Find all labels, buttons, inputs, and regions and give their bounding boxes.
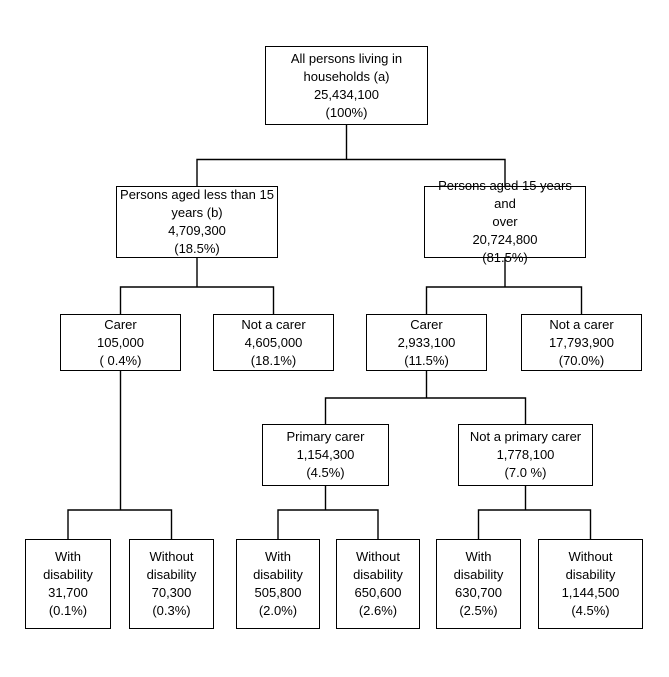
- node-u15-with-disability-percent: (0.1%): [48, 603, 88, 618]
- node-npc-with-disability-percent: (2.5%): [459, 603, 498, 618]
- node-npc-without-disability-value: 1,144,500: [561, 585, 620, 600]
- node-u15-not-a-carer-percent: (18.1%): [250, 352, 297, 368]
- node-aged-under-15: Persons aged less than 15 years (b) 4,70…: [116, 186, 278, 258]
- node-pc-without-disability-percent: (2.6%): [358, 603, 398, 618]
- node-pc-with-disability-value: 505,800: [254, 585, 302, 600]
- node-primary-carer-value: 1,154,300: [296, 447, 355, 462]
- node-pc-with-disability-label: With disability: [253, 549, 303, 582]
- node-u15-carer-label: Carer: [104, 316, 137, 332]
- node-aged-under-15-percent: (18.5%): [174, 241, 220, 256]
- node-npc-with-disability-label: With disability: [453, 549, 504, 582]
- node-o15-not-a-carer-value: 17,793,900: [548, 334, 615, 350]
- node-primary-carer-percent: (4.5%): [306, 465, 345, 480]
- node-u15-not-a-carer-value: 4,605,000: [244, 334, 303, 350]
- node-u15-without-disability: Without disability 70,300 (0.3%): [129, 539, 214, 629]
- node-u15-carer-value: 105,000: [97, 334, 144, 350]
- node-pc-without-disability-label: Without disability: [353, 549, 403, 582]
- node-u15-not-a-carer-label: Not a carer: [241, 316, 306, 332]
- node-aged-under-15-value: 4,709,300: [168, 223, 226, 238]
- node-u15-without-disability-label: Without disability: [146, 549, 197, 582]
- node-npc-with-disability-value: 630,700: [455, 585, 502, 600]
- node-aged-15-and-over-value: 20,724,800: [472, 232, 538, 247]
- node-primary-carer: Primary carer 1,154,300 (4.5%): [262, 424, 389, 486]
- node-aged-15-and-over-label: Persons aged 15 years and over: [438, 178, 572, 229]
- node-u15-not-a-carer: Not a carer 4,605,000 (18.1%): [213, 314, 334, 371]
- node-o15-carer-value: 2,933,100: [397, 334, 456, 350]
- node-u15-carer-percent: ( 0.4%): [99, 352, 142, 368]
- node-o15-not-a-carer-label: Not a carer: [549, 316, 614, 332]
- node-not-primary-carer-label: Not a primary carer: [469, 429, 582, 444]
- node-o15-not-a-carer-percent: (70.0%): [558, 352, 605, 368]
- node-o15-carer: Carer 2,933,100 (11.5%): [366, 314, 487, 371]
- node-not-primary-carer-value: 1,778,100: [496, 447, 555, 462]
- node-u15-with-disability: With disability 31,700 (0.1%): [25, 539, 111, 629]
- node-u15-without-disability-value: 70,300: [151, 585, 192, 600]
- node-npc-without-disability-label: Without disability: [565, 549, 616, 582]
- node-u15-without-disability-percent: (0.3%): [152, 603, 191, 618]
- node-npc-with-disability: With disability 630,700 (2.5%): [436, 539, 521, 629]
- node-aged-15-and-over: Persons aged 15 years and over 20,724,80…: [424, 178, 586, 265]
- node-primary-carer-label: Primary carer: [286, 429, 365, 444]
- node-u15-with-disability-label: With disability: [43, 549, 93, 582]
- node-u15-with-disability-value: 31,700: [48, 585, 88, 600]
- node-not-primary-carer-percent: (7.0 %): [504, 465, 547, 480]
- node-npc-without-disability-percent: (4.5%): [571, 603, 610, 618]
- node-pc-without-disability-value: 650,600: [354, 585, 402, 600]
- node-pc-with-disability-percent: (2.0%): [258, 603, 298, 618]
- node-aged-15-and-over-percent: (81.5%): [482, 250, 528, 265]
- node-all-persons-value: 25,434,100: [313, 86, 380, 102]
- node-pc-with-disability: With disability 505,800 (2.0%): [236, 539, 320, 629]
- node-aged-under-15-label: Persons aged less than 15 years (b): [120, 187, 274, 220]
- node-o15-carer-percent: (11.5%): [404, 352, 449, 368]
- node-o15-not-a-carer: Not a carer 17,793,900 (70.0%): [521, 314, 642, 371]
- node-all-persons-percent: (100%): [325, 104, 368, 120]
- node-not-primary-carer: Not a primary carer 1,778,100 (7.0 %): [458, 424, 593, 486]
- node-o15-carer-label: Carer: [410, 316, 443, 332]
- node-all-persons: All persons living in households (a) 25,…: [265, 46, 428, 125]
- node-npc-without-disability: Without disability 1,144,500 (4.5%): [538, 539, 643, 629]
- node-all-persons-label: All persons living in households (a): [290, 50, 403, 84]
- node-pc-without-disability: Without disability 650,600 (2.6%): [336, 539, 420, 629]
- node-u15-carer: Carer 105,000 ( 0.4%): [60, 314, 181, 371]
